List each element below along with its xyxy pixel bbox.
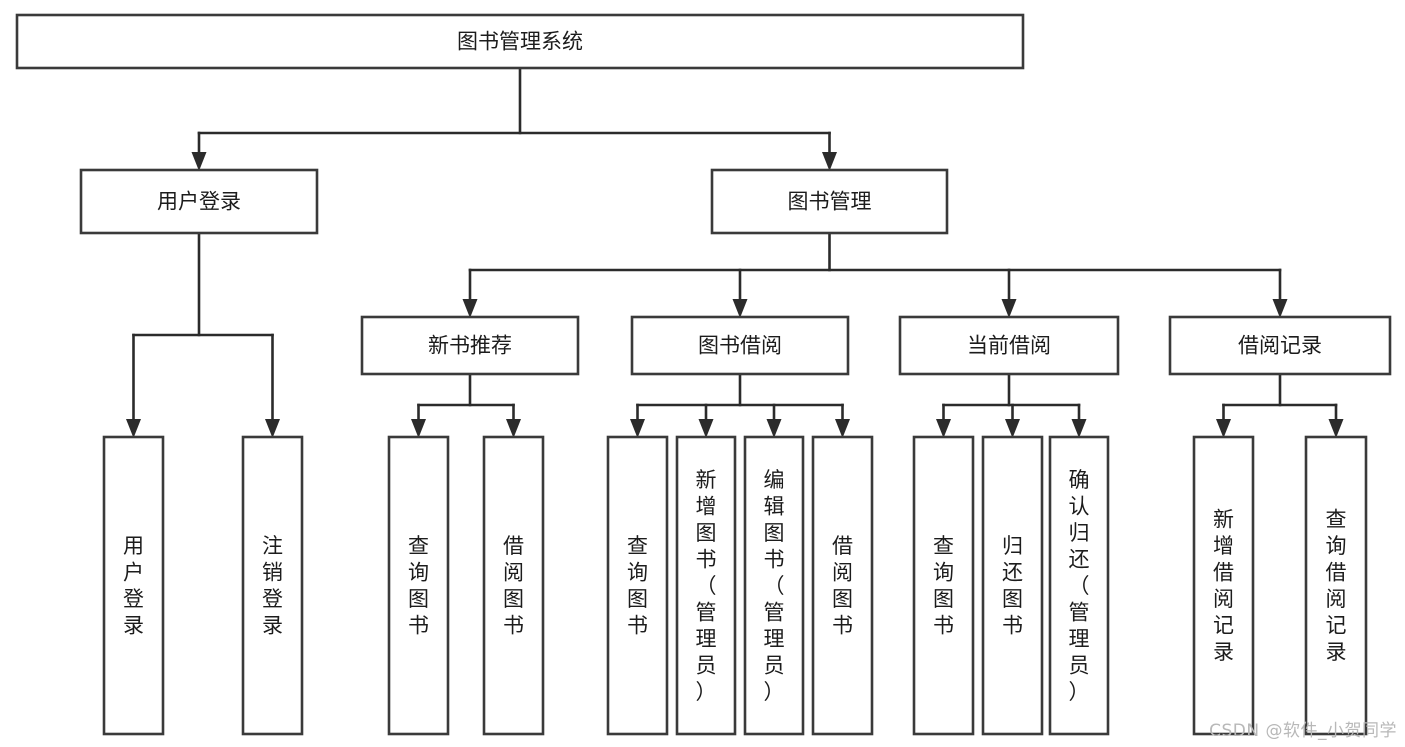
arrow-head-icon <box>462 299 478 318</box>
connector-group <box>936 372 1087 438</box>
node-label-borrow-record: 借阅记录 <box>1238 334 1322 358</box>
arrow-head-icon <box>1071 419 1087 438</box>
node-box-leaf-rec-add-record[interactable] <box>1192 435 1255 736</box>
node-box-user-login[interactable] <box>79 168 319 235</box>
node-box-book-manage[interactable] <box>710 168 949 235</box>
arrow-head-icon <box>936 419 951 438</box>
node-label-current-borrow: 当前借阅 <box>967 334 1051 358</box>
node-label-user-login: 用户登录 <box>157 190 241 214</box>
node-label-new-book-recommend: 新书推荐 <box>428 334 512 358</box>
node-root[interactable]: 图书管理系统 <box>15 13 1025 70</box>
node-label-leaf-user-login: 用户登录 <box>123 534 144 638</box>
node-label-book-manage: 图书管理 <box>788 190 872 214</box>
arrow-head-icon <box>1272 299 1288 318</box>
node-label-leaf-rec-query-record: 查询借阅记录 <box>1326 508 1347 665</box>
node-leaf-user-logout[interactable]: 注销登录 <box>241 435 304 736</box>
node-leaf-cur-return-book[interactable]: 归还图书 <box>981 435 1044 736</box>
node-leaf-cur-confirm-return[interactable]: 确认归还（管理员） <box>1048 435 1110 736</box>
connector-layer <box>126 66 1344 438</box>
node-box-root[interactable] <box>15 13 1025 70</box>
node-box-leaf-borrow-lend-book[interactable] <box>811 435 874 736</box>
node-box-leaf-user-logout[interactable] <box>241 435 304 736</box>
arrow-head-icon <box>766 419 782 438</box>
node-box-borrow-record[interactable] <box>1168 315 1392 376</box>
arrow-head-icon <box>1005 419 1020 438</box>
node-label-leaf-rec-add-record: 新增借阅记录 <box>1213 508 1234 665</box>
arrow-head-icon <box>265 419 280 438</box>
node-box-leaf-rec-query-record[interactable] <box>1304 435 1368 736</box>
arrow-head-icon <box>630 419 645 438</box>
node-box-leaf-cur-query-book[interactable] <box>912 435 975 736</box>
arrow-head-icon <box>1216 419 1231 438</box>
node-label-root: 图书管理系统 <box>457 30 583 54</box>
node-leaf-rec-borrow-book[interactable]: 借阅图书 <box>482 435 545 736</box>
arrow-head-icon <box>411 419 426 438</box>
node-label-leaf-cur-confirm-return: 确认归还（管理员） <box>1069 468 1090 704</box>
node-leaf-borrow-add-book[interactable]: 新增图书（管理员） <box>675 435 737 736</box>
node-label-leaf-rec-query-book: 查询图书 <box>408 534 429 638</box>
node-leaf-borrow-query-book[interactable]: 查询图书 <box>606 435 669 736</box>
node-label-leaf-user-logout: 注销登录 <box>262 534 283 638</box>
node-label-leaf-rec-borrow-book: 借阅图书 <box>503 534 524 638</box>
arrow-head-icon <box>822 152 837 171</box>
node-box-new-book-recommend[interactable] <box>360 315 580 376</box>
node-label-leaf-borrow-query-book: 查询图书 <box>627 534 648 638</box>
node-box-current-borrow[interactable] <box>898 315 1120 376</box>
connector-group <box>411 372 521 438</box>
node-leaf-borrow-lend-book[interactable]: 借阅图书 <box>811 435 874 736</box>
node-layer: 图书管理系统用户登录图书管理新书推荐图书借阅当前借阅借阅记录用户登录注销登录查询… <box>15 13 1392 736</box>
node-leaf-cur-query-book[interactable]: 查询图书 <box>912 435 975 736</box>
arrow-head-icon <box>732 299 748 318</box>
node-box-book-borrow[interactable] <box>630 315 850 376</box>
node-book-manage[interactable]: 图书管理 <box>710 168 949 235</box>
node-leaf-borrow-edit-book[interactable]: 编辑图书（管理员） <box>743 435 805 736</box>
node-new-book-recommend[interactable]: 新书推荐 <box>360 315 580 376</box>
node-book-borrow[interactable]: 图书借阅 <box>630 315 850 376</box>
node-borrow-record[interactable]: 借阅记录 <box>1168 315 1392 376</box>
arrow-head-icon <box>126 419 141 438</box>
connector-group <box>1216 372 1344 438</box>
node-leaf-rec-add-record[interactable]: 新增借阅记录 <box>1192 435 1255 736</box>
node-box-leaf-rec-query-book[interactable] <box>387 435 450 736</box>
connector-group <box>126 231 280 438</box>
node-current-borrow[interactable]: 当前借阅 <box>898 315 1120 376</box>
node-user-login[interactable]: 用户登录 <box>79 168 319 235</box>
arrow-head-icon <box>835 419 850 438</box>
node-box-leaf-cur-confirm-return[interactable] <box>1048 435 1110 736</box>
node-label-leaf-borrow-lend-book: 借阅图书 <box>832 534 853 638</box>
node-box-leaf-borrow-edit-book[interactable] <box>743 435 805 736</box>
node-label-leaf-borrow-edit-book: 编辑图书（管理员） <box>764 468 785 704</box>
node-box-leaf-cur-return-book[interactable] <box>981 435 1044 736</box>
connector-group <box>462 231 1288 318</box>
node-label-book-borrow: 图书借阅 <box>698 334 782 358</box>
node-label-leaf-borrow-add-book: 新增图书（管理员） <box>696 468 717 704</box>
connector-group <box>191 66 837 171</box>
node-label-leaf-cur-query-book: 查询图书 <box>933 534 954 638</box>
node-leaf-user-login[interactable]: 用户登录 <box>102 435 165 736</box>
node-box-leaf-user-login[interactable] <box>102 435 165 736</box>
connector-group <box>630 372 850 438</box>
arrow-head-icon <box>698 419 714 438</box>
arrow-head-icon <box>1328 419 1344 438</box>
node-box-leaf-borrow-add-book[interactable] <box>675 435 737 736</box>
node-box-leaf-rec-borrow-book[interactable] <box>482 435 545 736</box>
arrow-head-icon <box>1001 299 1017 318</box>
node-leaf-rec-query-book[interactable]: 查询图书 <box>387 435 450 736</box>
arrow-head-icon <box>506 419 521 438</box>
node-box-leaf-borrow-query-book[interactable] <box>606 435 669 736</box>
arrow-head-icon <box>191 152 207 171</box>
node-leaf-rec-query-record[interactable]: 查询借阅记录 <box>1304 435 1368 736</box>
node-label-leaf-cur-return-book: 归还图书 <box>1002 534 1023 638</box>
